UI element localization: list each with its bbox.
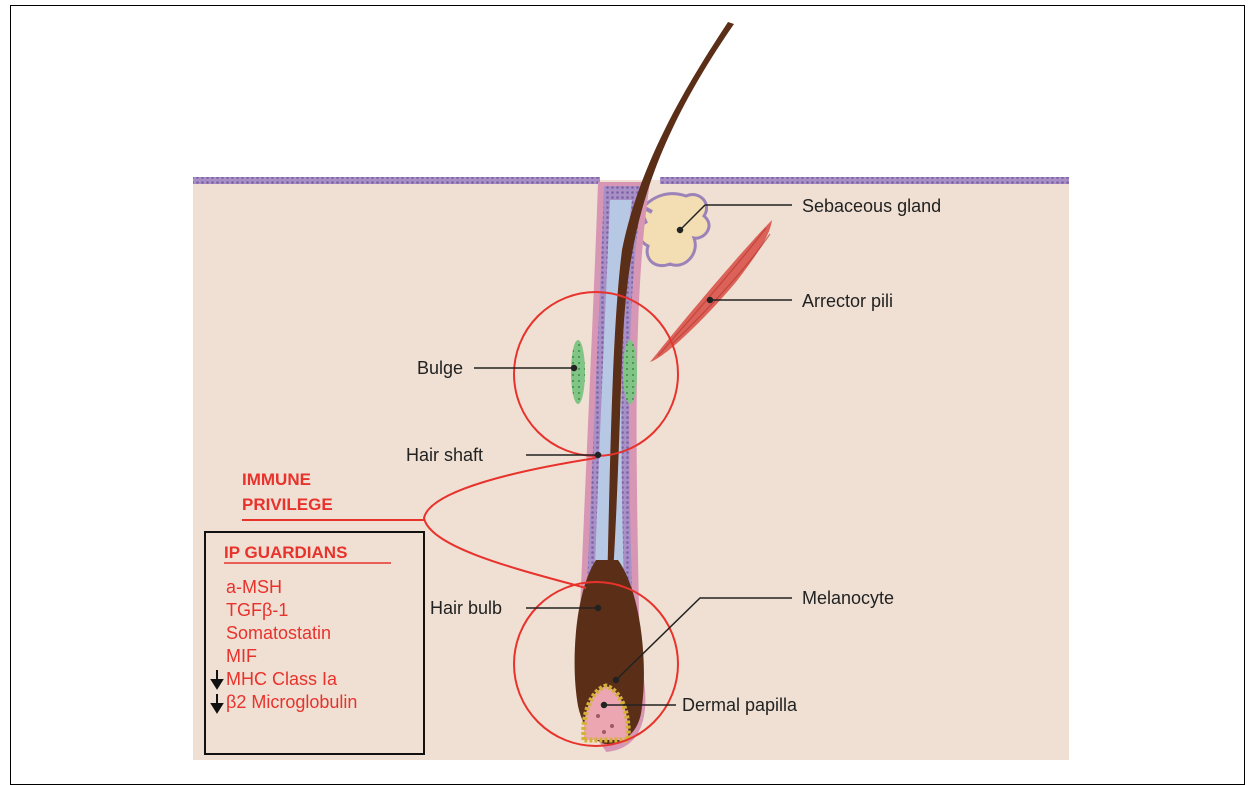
label-melanocyte: Melanocyte bbox=[802, 588, 894, 608]
label-arrector-pili: Arrector pili bbox=[802, 291, 893, 311]
ip-guardian-item: β2 Microglobulin bbox=[226, 692, 357, 712]
hair-follicle-diagram: Sebaceous gland Arrector pili Bulge Hair… bbox=[0, 0, 1255, 760]
bulge-right bbox=[623, 340, 637, 404]
label-hair-shaft: Hair shaft bbox=[406, 445, 483, 465]
immune-privilege-line2: PRIVILEGE bbox=[242, 495, 333, 514]
bulge-left bbox=[571, 340, 585, 404]
label-dermal-papilla: Dermal papilla bbox=[682, 695, 798, 715]
ip-guardian-item: a-MSH bbox=[226, 577, 282, 597]
epidermis-right bbox=[660, 177, 1069, 184]
ip-guardians-title: IP GUARDIANS bbox=[224, 543, 347, 562]
label-sebaceous-gland: Sebaceous gland bbox=[802, 196, 941, 216]
label-bulge: Bulge bbox=[417, 358, 463, 378]
ip-guardian-item: Somatostatin bbox=[226, 623, 331, 643]
ip-guardian-item: MHC Class Ia bbox=[226, 669, 338, 689]
ip-guardian-item: TGFβ-1 bbox=[226, 600, 288, 620]
ip-guardian-item: MIF bbox=[226, 646, 257, 666]
label-hair-bulb: Hair bulb bbox=[430, 598, 502, 618]
epidermis-left bbox=[193, 177, 600, 184]
immune-privilege-line1: IMMUNE bbox=[242, 470, 311, 489]
ip-guardians-box bbox=[205, 532, 424, 754]
